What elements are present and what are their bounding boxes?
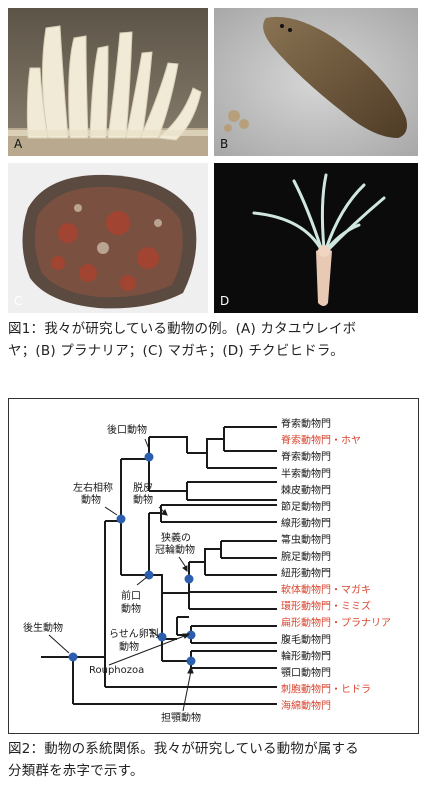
taxon-label: 紐形動物門 — [281, 566, 331, 579]
figure1-caption-line2: ヤ；(B) プラナリア；(C) マガキ；(D) チクビヒドラ。 — [8, 343, 344, 359]
tree-branches — [41, 426, 277, 705]
phylogeny-diagram: 脊索動物門脊索動物門・ホヤ脊索動物門半索動物門棘皮動物門節足動物門線形動物門箒虫… — [8, 398, 419, 734]
node-rouphozoa-inner — [186, 630, 196, 640]
oyster-photo — [8, 163, 208, 313]
clade-label-protostomia-1: 前口 — [121, 589, 141, 602]
figure1-caption: 図1：我々が研究している動物の例。(A) カタユウレイボ ヤ；(B) プラナリア… — [8, 318, 420, 362]
sea-squirt-photo — [8, 8, 208, 156]
taxon-labels: 脊索動物門脊索動物門・ホヤ脊索動物門半索動物門棘皮動物門節足動物門線形動物門箒虫… — [281, 417, 391, 712]
photo-panel-a: A — [8, 8, 208, 156]
taxon-label: 扁形動物門・プラナリア — [281, 616, 391, 629]
node-deuterostomia — [144, 452, 154, 462]
taxon-label: 海綿動物門 — [281, 699, 331, 712]
node-bilateria — [116, 514, 126, 524]
taxon-label: 顎口動物門 — [281, 666, 331, 679]
figure2-caption-line1: 図2：動物の系統関係。我々が研究している動物が属する — [8, 741, 359, 757]
taxon-label: 刺胞動物門・ヒドラ — [281, 683, 371, 696]
clade-label-spiralia-2: 動物 — [119, 640, 139, 653]
clade-label-gnathifera: 担顎動物 — [161, 711, 201, 724]
node-gnathifera — [186, 656, 196, 666]
photo-panel-d: D — [214, 163, 418, 313]
taxon-label: 脊索動物門・ホヤ — [281, 434, 361, 447]
photo-panel-c: C — [8, 163, 208, 313]
node-spiralia — [157, 632, 167, 642]
clade-label-spiralia-1: らせん卵割 — [109, 627, 159, 640]
taxon-label: 輪形動物門 — [281, 649, 331, 662]
taxon-label: 箒虫動物門 — [281, 533, 331, 546]
hydra-photo — [214, 163, 418, 313]
taxon-label: 線形動物門 — [281, 517, 331, 530]
clade-label-deuterostomia: 後口動物 — [107, 423, 147, 436]
taxon-label: 脊索動物門 — [281, 450, 331, 463]
taxon-label: 環形動物門・ミミズ — [281, 600, 371, 613]
node-lophotrochozoa — [184, 574, 194, 584]
clade-label-bilateria-2: 動物 — [81, 493, 101, 506]
clade-label-ecdysozoa-1: 脱皮 — [133, 481, 153, 494]
clade-label-protostomia-2: 動物 — [121, 602, 141, 615]
panel-label-a: A — [14, 137, 23, 151]
figure2-caption: 図2：動物の系統関係。我々が研究している動物が属する 分類群を赤字で示す。 — [8, 738, 420, 782]
taxon-label: 腕足動物門 — [281, 550, 331, 563]
panel-label-b: B — [220, 137, 229, 151]
panel-label-c: C — [14, 294, 23, 308]
clade-label-metazoa: 後生動物 — [23, 621, 63, 634]
annotation-arrows — [48, 438, 194, 712]
taxon-label: 脊索動物門 — [281, 417, 331, 430]
clade-label-lophophorata-2: 冠輪動物 — [155, 543, 195, 556]
planarian-photo — [214, 8, 418, 156]
taxon-label: 軟体動物門・マガキ — [281, 583, 371, 596]
taxon-label: 棘皮動物門 — [281, 483, 331, 496]
figure2-caption-line2: 分類群を赤字で示す。 — [8, 763, 144, 779]
figure1-caption-line1: 図1：我々が研究している動物の例。(A) カタユウレイボ — [8, 321, 357, 337]
panel-label-d: D — [220, 294, 230, 308]
clade-label-ecdysozoa-2: 動物 — [133, 493, 153, 506]
taxon-label: 節足動物門 — [281, 500, 331, 513]
clade-label-rouphozoa: Rouphozoa — [89, 665, 144, 676]
taxon-label: 半索動物門 — [281, 467, 331, 480]
taxon-label: 腹毛動物門 — [281, 633, 331, 646]
clade-label-bilateria-1: 左右相称 — [73, 481, 113, 494]
node-metazoa — [68, 652, 78, 662]
clade-label-lophophorata-1: 狭義の — [161, 531, 191, 544]
photo-panel-b: B — [214, 8, 418, 156]
